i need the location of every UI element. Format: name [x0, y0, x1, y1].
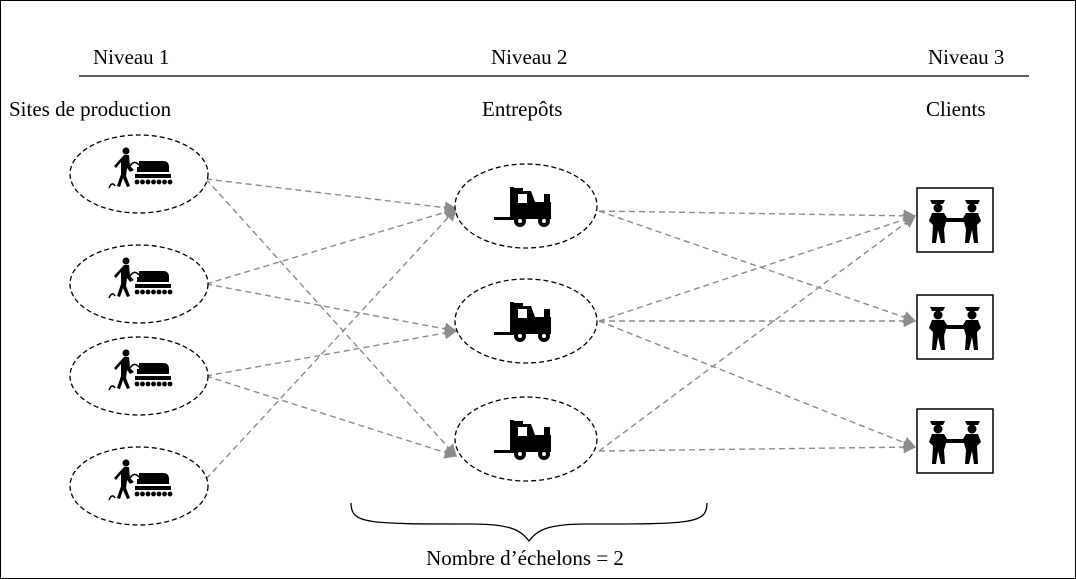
flow-arrow-production-1-to-warehouse-1: [205, 178, 458, 214]
client-node: [916, 187, 994, 253]
forklift-icon: [494, 302, 551, 342]
level-1-subtitle: Sites de production: [9, 97, 172, 121]
echelon-count-label: Nombre d’échelons = 2: [426, 546, 624, 570]
level-3-title: Niveau 3: [928, 45, 1005, 69]
flow-arrow-warehouse-1-to-client-2: [598, 210, 917, 324]
level-2-subtitle: Entrepôts: [482, 97, 563, 121]
flow-arrow-production-2-to-warehouse-2: [205, 283, 458, 336]
flow-arrow-production-4-to-warehouse-1: [205, 208, 457, 480]
flow-arrow-production-3-to-warehouse-3: [205, 375, 458, 459]
client-node: [916, 408, 994, 474]
production-site-node: [69, 244, 209, 324]
flow-arrow-warehouse-2-to-client-3: [598, 320, 917, 449]
level-1-title: Niveau 1: [93, 45, 170, 69]
client-node: [916, 294, 994, 360]
handshake-icon: [929, 307, 981, 350]
forklift-icon: [494, 420, 551, 460]
flow-arrow-production-3-to-warehouse-2: [205, 326, 458, 377]
warehouse-node: [454, 163, 598, 249]
forklift-icon: [494, 187, 551, 227]
warehouse-node: [454, 278, 598, 364]
handshake-icon: [929, 421, 981, 464]
handshake-icon: [929, 200, 981, 243]
flow-arrow-warehouse-1-to-client-1: [598, 209, 917, 223]
flow-arrow-warehouse-3-to-client-1: [598, 215, 917, 452]
level-3-subtitle: Clients: [926, 97, 986, 121]
factory-worker-icon: [108, 349, 173, 391]
production-site-node: [69, 446, 209, 526]
flow-arrow-production-1-to-warehouse-3: [205, 178, 457, 457]
production-site-node: [69, 134, 209, 214]
production-site-node: [69, 336, 209, 416]
flow-arrow-production-2-to-warehouse-1: [205, 206, 458, 285]
factory-worker-icon: [108, 147, 173, 189]
flow-arrow-warehouse-2-to-client-1: [598, 213, 917, 322]
echelon-brace: [350, 502, 708, 543]
flow-arrow-warehouse-3-to-client-3: [598, 440, 917, 454]
warehouse-node: [454, 396, 598, 482]
factory-worker-icon: [108, 257, 173, 299]
level-2-title: Niveau 2: [491, 45, 568, 69]
factory-worker-icon: [108, 459, 173, 501]
